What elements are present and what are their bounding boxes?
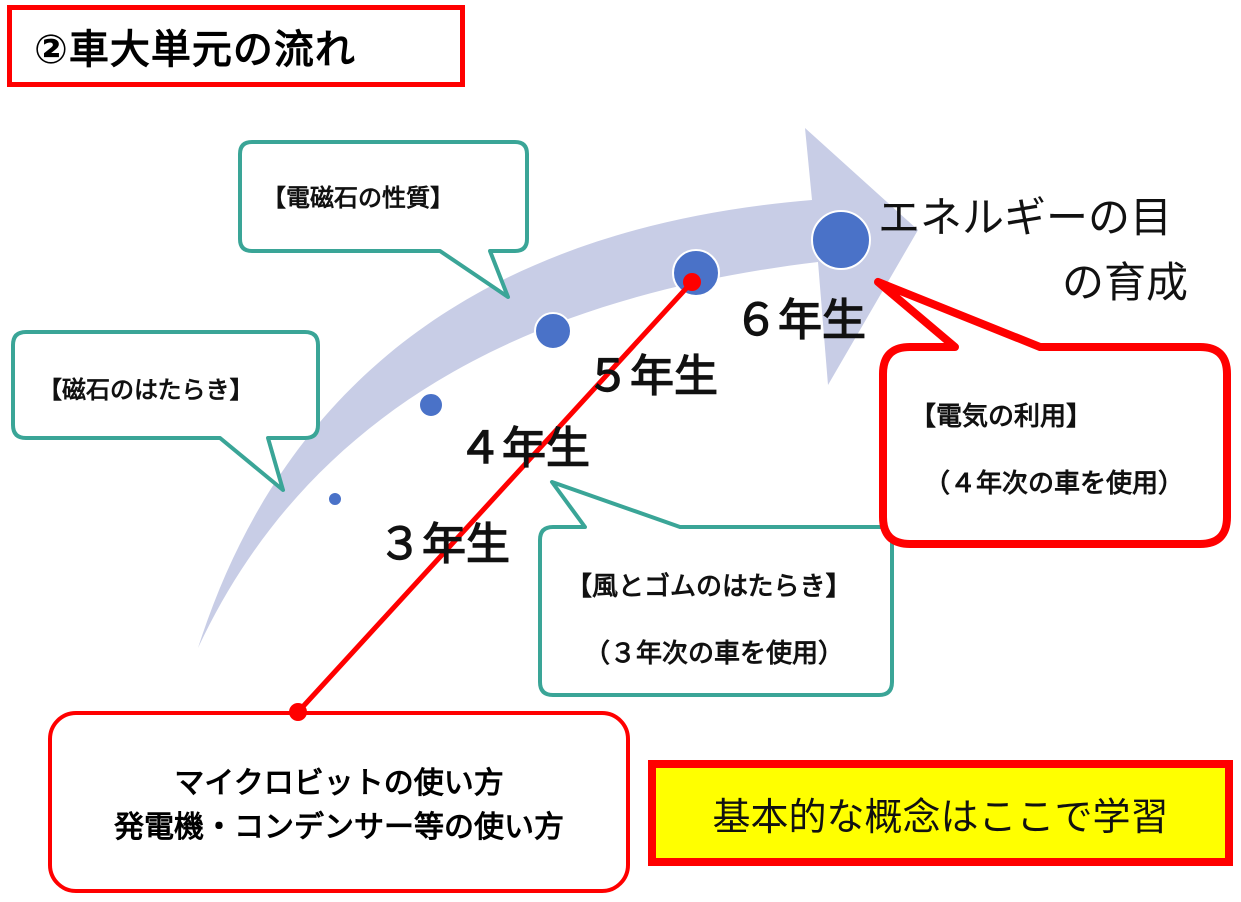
goal-line-2: の育成 xyxy=(1062,258,1189,307)
callout-electricity-shape xyxy=(874,278,1231,548)
microbit-line-2: 発電機・コンデンサー等の使い方 xyxy=(114,809,564,845)
callout-electricity-text: 【電気の利用】 xyxy=(910,402,1093,432)
callout-electromagnet-shape xyxy=(238,140,529,299)
grade-3-label: ３年生 xyxy=(378,519,510,570)
connector-end-bottom xyxy=(289,703,307,721)
goal-line-1: エネルギーの目 xyxy=(878,193,1173,242)
callout-electricity-note: （４年次の車を使用） xyxy=(924,469,1185,499)
microbit-box-text: マイクロビットの使い方 発電機・コンデンサー等の使い方 xyxy=(50,762,628,849)
connector-end-top xyxy=(683,273,701,291)
callout-magnet-text: 【磁石のはたらき】 xyxy=(38,376,254,404)
progress-arrow xyxy=(198,128,918,648)
dot-goal xyxy=(811,210,871,270)
callout-magnet-shape xyxy=(11,330,320,492)
grade-4-label: ４年生 xyxy=(458,423,590,474)
callout-electromagnet-text: 【電磁石の性質】 xyxy=(262,184,454,212)
dot-grade-4 xyxy=(418,392,444,418)
microbit-line-1: マイクロビットの使い方 xyxy=(174,766,504,801)
callout-wind-rubber-note: （３年次の車を使用） xyxy=(584,639,845,669)
grade-6-label: ６年生 xyxy=(734,295,866,346)
callout-wind-rubber-text: 【風とゴムのはたらき】 xyxy=(566,572,852,602)
page-title: ②車大単元の流れ xyxy=(7,5,465,87)
concept-box: 基本的な概念はここで学習 xyxy=(648,760,1233,866)
microbit-box-shape xyxy=(48,711,630,893)
dot-grade-5 xyxy=(534,312,572,350)
connector-line xyxy=(296,280,694,714)
grade-5-label: ５年生 xyxy=(586,351,718,402)
dot-grade-3 xyxy=(327,491,343,507)
